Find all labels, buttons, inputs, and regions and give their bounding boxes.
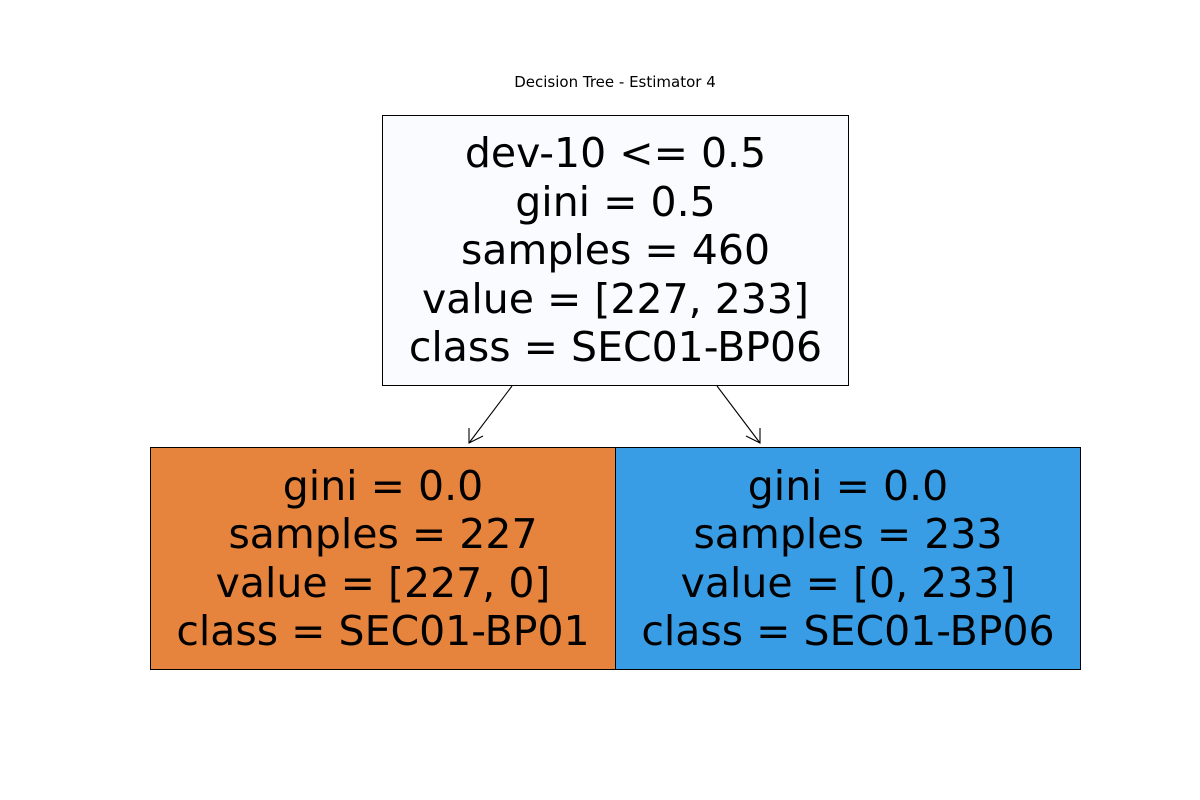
root-gini: gini = 0.5 xyxy=(515,177,716,226)
edge-root-to-right xyxy=(716,385,761,444)
right-leaf-samples: samples = 233 xyxy=(693,510,1003,558)
right-leaf-node: gini = 0.0 samples = 233 value = [0, 233… xyxy=(615,447,1081,670)
left-leaf-gini: gini = 0.0 xyxy=(282,461,484,510)
edge-root-to-left xyxy=(468,385,513,444)
root-samples: samples = 460 xyxy=(460,226,771,275)
left-leaf-value: value = [227, 0] xyxy=(215,558,551,607)
root-node: dev-10 <= 0.5 gini = 0.5 samples = 460 v… xyxy=(382,115,849,386)
left-leaf-class: class = SEC01-BP01 xyxy=(176,607,590,655)
diagram-title: Decision Tree - Estimator 4 xyxy=(514,73,716,91)
right-leaf-gini: gini = 0.0 xyxy=(747,461,949,510)
left-leaf-samples: samples = 227 xyxy=(228,510,538,558)
left-leaf-node: gini = 0.0 samples = 227 value = [227, 0… xyxy=(150,447,616,670)
root-split-condition: dev-10 <= 0.5 xyxy=(464,129,767,178)
right-leaf-class: class = SEC01-BP06 xyxy=(641,607,1055,655)
root-class: class = SEC01-BP06 xyxy=(408,323,823,372)
right-leaf-value: value = [0, 233] xyxy=(680,558,1016,607)
root-value: value = [227, 233] xyxy=(422,274,809,323)
